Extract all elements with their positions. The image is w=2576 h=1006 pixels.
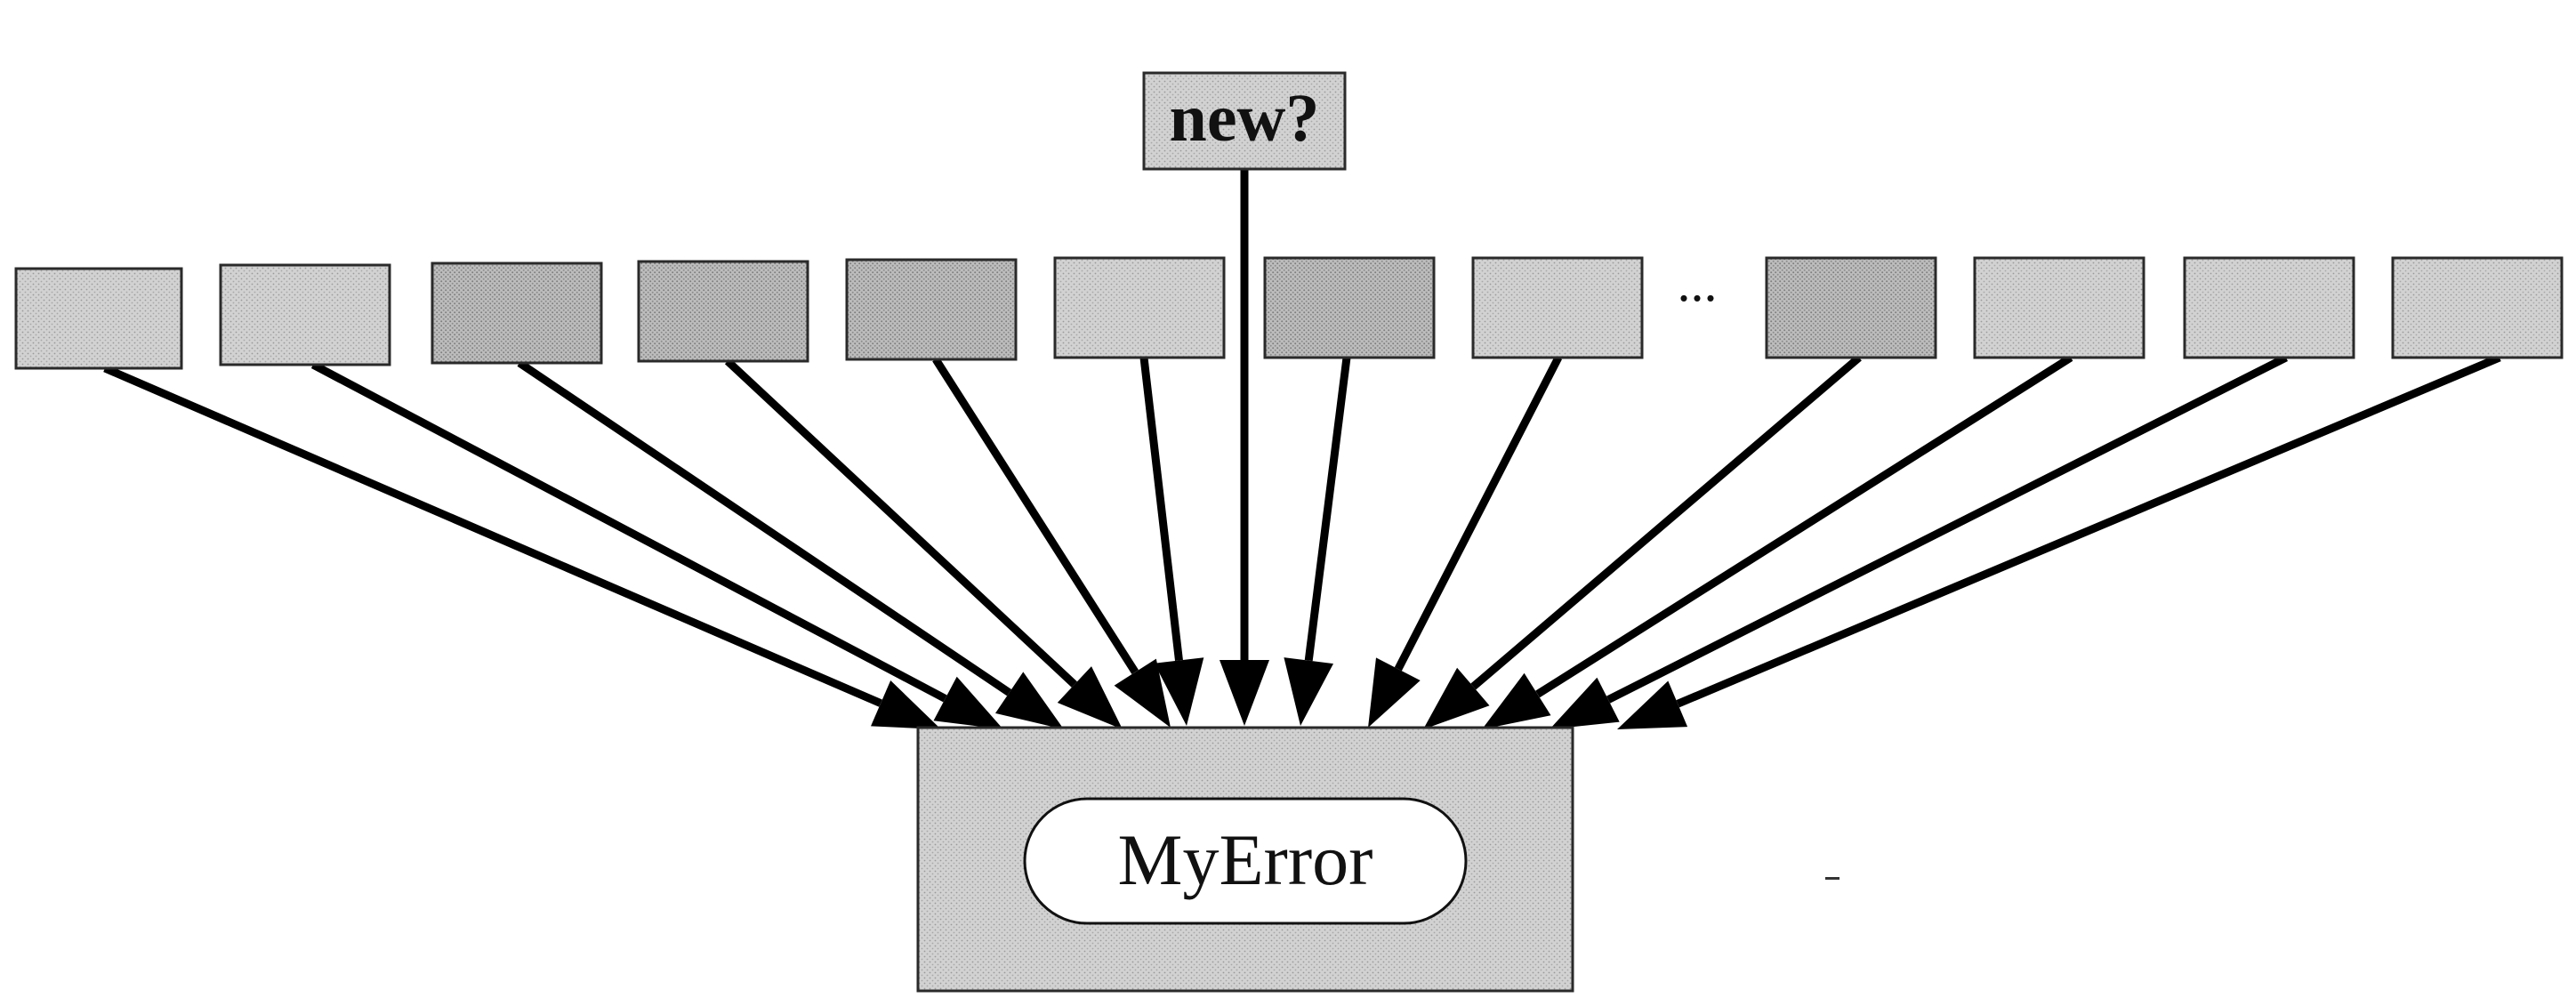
source-class-box: [1973, 256, 2145, 359]
myerror-pill: [1023, 797, 1468, 925]
new-class-label: new?: [1170, 81, 1320, 156]
source-class-box: [219, 263, 391, 366]
source-boxes-group: [14, 256, 2564, 370]
arrowhead: [1057, 666, 1123, 729]
arrowhead: [995, 672, 1064, 729]
arrowhead: [1550, 677, 1620, 729]
inheritance-arrow-line: [932, 357, 1139, 675]
arrowhead: [933, 676, 1003, 729]
arrowhead: [1114, 658, 1171, 728]
inheritance-arrow-line: [310, 361, 947, 703]
arrowhead: [1617, 680, 1688, 729]
source-class-box: [2183, 256, 2355, 359]
arrowhead: [1284, 657, 1333, 726]
arrows-group: [103, 169, 2501, 729]
source-class-box: [1053, 256, 1226, 359]
inheritance-arrow-line: [517, 359, 1012, 696]
arrowhead: [1423, 667, 1490, 729]
source-class-box: [1765, 256, 1937, 359]
stray-mark: [1825, 877, 1839, 880]
myerror-label: MyError: [1118, 819, 1373, 900]
inheritance-arrow-line: [1676, 353, 2501, 708]
inheritance-arrow-line: [724, 358, 1077, 688]
inheritance-arrow-line: [1139, 357, 1183, 662]
arrowhead: [871, 680, 941, 729]
inheritance-arrow-line: [103, 364, 882, 707]
source-class-box: [431, 262, 603, 365]
arrowhead: [1482, 672, 1551, 729]
arrowhead: [1154, 657, 1204, 726]
source-class-box: [637, 260, 809, 363]
inheritance-arrow-line: [1470, 354, 1862, 690]
inheritance-arrow-line: [1304, 357, 1351, 662]
ellipsis-text: ...: [1678, 254, 1718, 312]
source-class-box: [845, 258, 1018, 361]
inheritance-arrow-line: [1394, 355, 1563, 672]
source-class-box: [1471, 256, 1644, 359]
arrowhead: [1220, 660, 1269, 726]
arrowhead: [1368, 657, 1421, 728]
myerror-box: MyError: [916, 726, 1574, 993]
source-class-box: [14, 267, 183, 370]
inheritance-arrow-line: [1606, 353, 2289, 704]
new-class-box: new?: [1142, 71, 1347, 171]
source-class-box: [1263, 256, 1436, 359]
inheritance-arrow-line: [1535, 354, 2073, 698]
source-class-box: [2391, 256, 2564, 359]
